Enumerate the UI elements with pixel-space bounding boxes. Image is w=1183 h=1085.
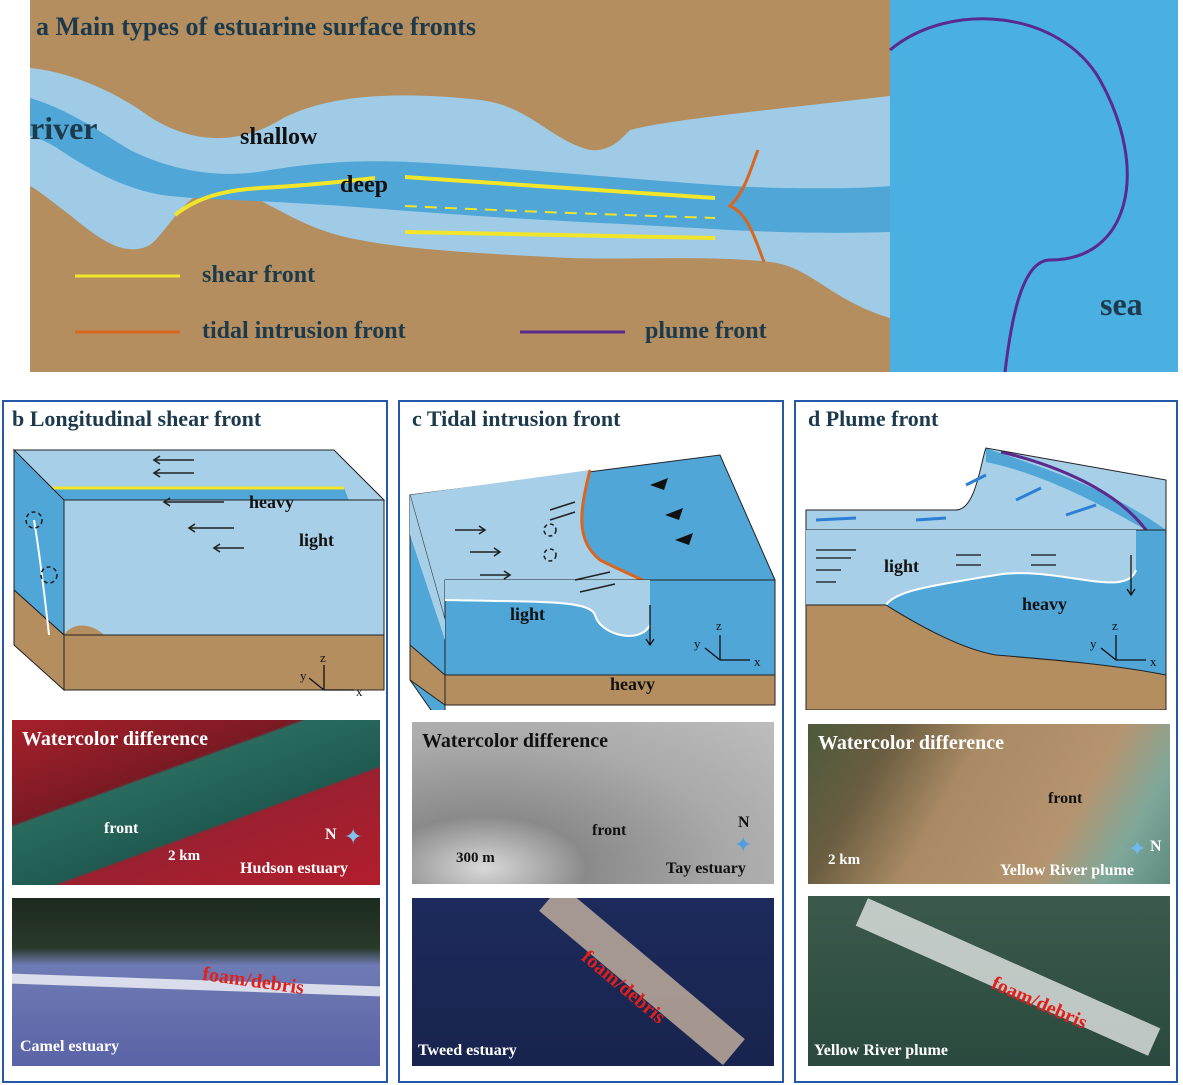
compass-icon: ✦: [734, 832, 753, 857]
shear-front-center: [404, 205, 716, 219]
svg-text:y: y: [694, 636, 701, 651]
photo-yellow-front: front: [1048, 790, 1083, 807]
panel-b: b Longitudinal shear front heavy light x…: [2, 400, 388, 1083]
panel-d-title: d Plume front: [808, 406, 939, 431]
svg-text:y: y: [1090, 636, 1097, 651]
label-deep: deep: [340, 172, 388, 198]
compass-icon: ✦: [344, 824, 363, 849]
svg-text:y: y: [300, 668, 307, 683]
panel-d-block-diagram: light heavy x y z: [805, 447, 1167, 710]
photo-hudson-caption: Watercolor difference: [22, 728, 209, 750]
label-shallow: shallow: [240, 124, 318, 150]
photo-yellow-north: N: [1150, 838, 1162, 855]
photo-yellow-river-1: Watercolor difference front ✦ N 2 km Yel…: [808, 724, 1170, 884]
svg-text:z: z: [716, 618, 722, 633]
legend-shear-label: shear front: [202, 262, 316, 288]
tidal-intrusion-front: [727, 149, 766, 263]
photo-hudson-front: front: [104, 820, 139, 837]
svg-text:z: z: [320, 650, 326, 665]
photo-hudson-north: N: [325, 826, 337, 843]
label-sea: sea: [1100, 286, 1143, 322]
photo-yellow-site-2: Yellow River plume: [814, 1042, 948, 1059]
panel-c: c Tidal intrusion front light he: [398, 400, 784, 1083]
photo-tay: Watercolor difference front N ✦ 300 m Ta…: [412, 722, 774, 884]
photo-tweed-site: Tweed estuary: [418, 1042, 517, 1059]
photo-yellow-site: Yellow River plume: [1000, 862, 1134, 879]
photo-yellow-river-2: foam/debris Yellow River plume: [808, 896, 1170, 1066]
photo-hudson-scale: 2 km: [168, 848, 201, 864]
photo-tay-front: front: [592, 822, 627, 839]
photo-tay-site: Tay estuary: [666, 860, 746, 877]
svg-text:x: x: [1150, 654, 1157, 669]
sea-area: [890, 0, 1178, 372]
photo-yellow-scale: 2 km: [828, 852, 861, 868]
photo-tweed: foam/debris Tweed estuary: [412, 898, 774, 1066]
plume-front: [889, 17, 1129, 372]
label-heavy-d: heavy: [1022, 594, 1067, 614]
label-heavy-c: heavy: [610, 674, 655, 694]
photo-hudson-site: Hudson estuary: [240, 860, 349, 877]
legend-tidal-label: tidal intrusion front: [202, 318, 406, 344]
panel-a: a Main types of estuarine surface fronts…: [30, 0, 1178, 372]
label-light-c: light: [510, 604, 545, 624]
label-light-b: light: [299, 530, 334, 550]
panel-c-title: c Tidal intrusion front: [412, 406, 621, 431]
photo-camel: foam/debris Camel estuary: [12, 898, 380, 1066]
legend-plume-label: plume front: [645, 318, 767, 344]
shear-front-left: [173, 176, 376, 217]
photo-camel-site: Camel estuary: [20, 1038, 120, 1055]
panel-b-title: b Longitudinal shear front: [12, 406, 262, 431]
photo-tay-north: N: [738, 814, 750, 831]
svg-text:x: x: [754, 654, 761, 669]
label-river: river: [30, 110, 98, 146]
panel-b-block-diagram: heavy light x y z: [12, 448, 386, 699]
block-front: [63, 499, 385, 636]
panel-d: d Plume front light heavy x y z Watercol…: [794, 400, 1178, 1083]
svg-text:z: z: [1112, 618, 1118, 633]
photo-tay-caption: Watercolor difference: [422, 730, 609, 752]
photo-hudson: Watercolor difference front 2 km N ✦ Hud…: [12, 720, 380, 885]
label-heavy-b: heavy: [249, 492, 294, 512]
axes-b: [308, 665, 354, 691]
estuary-map: [30, 0, 1178, 372]
photo-yellow-caption: Watercolor difference: [818, 732, 1005, 754]
shear-front-lower: [404, 230, 716, 240]
shear-front-upper: [404, 175, 716, 200]
photo-camel-annotation: foam/debris: [201, 962, 306, 1000]
panel-a-title: a Main types of estuarine surface fronts: [36, 12, 477, 41]
panel-c-block-diagram: light heavy x y z: [409, 454, 776, 710]
compass-icon: ✦: [1128, 836, 1147, 861]
label-light-d: light: [884, 556, 919, 576]
svg-text:x: x: [356, 684, 363, 699]
photo-tay-scale: 300 m: [456, 850, 495, 866]
deep-channel: [30, 98, 890, 233]
